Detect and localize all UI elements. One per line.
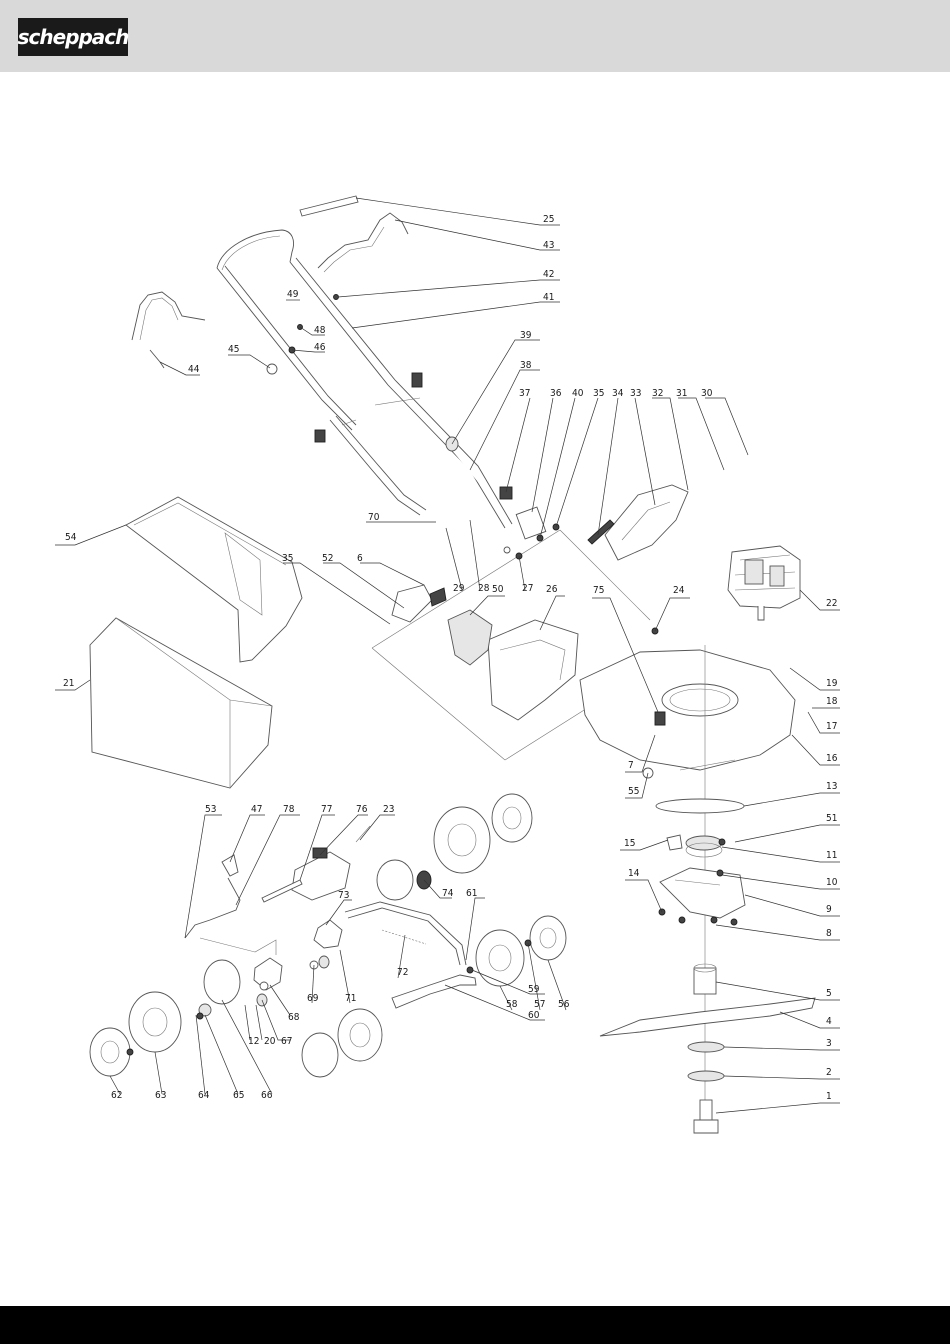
part-label-23: 23 bbox=[383, 804, 394, 815]
footer-band bbox=[0, 1306, 950, 1344]
handle-assembly bbox=[132, 196, 512, 528]
part-label-29: 29 bbox=[453, 583, 465, 594]
part-label-67: 67 bbox=[281, 1036, 292, 1047]
part-label-53: 53 bbox=[205, 804, 216, 815]
part-label-17: 17 bbox=[826, 721, 837, 732]
part-label-5: 5 bbox=[826, 988, 832, 999]
part-label-60: 60 bbox=[528, 1010, 540, 1021]
part-label-3: 3 bbox=[826, 1038, 832, 1049]
part-label-11: 11 bbox=[826, 850, 837, 861]
part-label-9: 9 bbox=[826, 904, 832, 915]
part-label-21: 21 bbox=[63, 678, 74, 689]
part-label-15: 15 bbox=[624, 838, 635, 849]
part-label-71: 71 bbox=[345, 993, 356, 1004]
part-label-32: 32 bbox=[652, 388, 663, 399]
part-label-25: 25 bbox=[543, 214, 554, 225]
part-label-22: 22 bbox=[826, 598, 837, 609]
part-label-7: 7 bbox=[628, 760, 634, 771]
wheels-and-drive bbox=[90, 794, 566, 1077]
part-label-74: 74 bbox=[442, 888, 454, 899]
part-label-69: 69 bbox=[307, 993, 319, 1004]
part-label-50: 50 bbox=[492, 584, 504, 595]
part-label-18: 18 bbox=[826, 696, 838, 707]
part-label-54: 54 bbox=[65, 532, 77, 543]
part-label-59: 59 bbox=[528, 984, 540, 995]
part-label-46: 46 bbox=[314, 342, 326, 353]
part-label-78: 78 bbox=[283, 804, 295, 815]
part-label-64: 64 bbox=[198, 1090, 210, 1101]
part-label-47: 47 bbox=[251, 804, 262, 815]
part-label-42: 42 bbox=[543, 269, 554, 280]
grass-catcher bbox=[90, 497, 302, 788]
part-label-61: 61 bbox=[466, 888, 477, 899]
part-label-76: 76 bbox=[356, 804, 368, 815]
part-label-24: 24 bbox=[673, 585, 685, 596]
part-label-52: 52 bbox=[322, 553, 333, 564]
part-label-39: 39 bbox=[520, 330, 532, 341]
part-label-51: 51 bbox=[826, 813, 837, 824]
part-label-72: 72 bbox=[397, 967, 408, 978]
part-label-26: 26 bbox=[546, 584, 558, 595]
part-label-44: 44 bbox=[188, 364, 200, 375]
part-label-57: 57 bbox=[534, 999, 545, 1010]
part-label-1: 1 bbox=[826, 1091, 832, 1102]
part-label-16: 16 bbox=[826, 753, 838, 764]
part-label-37: 37 bbox=[519, 388, 530, 399]
part-label-35-upper: 35 bbox=[593, 388, 604, 399]
part-label-36: 36 bbox=[550, 388, 562, 399]
part-label-66: 66 bbox=[261, 1090, 273, 1101]
part-label-38: 38 bbox=[520, 360, 532, 371]
part-label-70: 70 bbox=[368, 512, 380, 523]
part-label-8: 8 bbox=[826, 928, 832, 939]
part-label-63: 63 bbox=[155, 1090, 166, 1101]
part-label-4: 4 bbox=[826, 1016, 832, 1027]
part-label-40: 40 bbox=[572, 388, 584, 399]
part-label-41: 41 bbox=[543, 292, 554, 303]
part-label-28: 28 bbox=[478, 583, 490, 594]
part-label-45: 45 bbox=[228, 344, 239, 355]
part-label-19: 19 bbox=[826, 678, 838, 689]
part-label-2: 2 bbox=[826, 1067, 832, 1078]
part-label-12: 12 bbox=[248, 1036, 259, 1047]
part-label-49: 49 bbox=[287, 289, 299, 300]
part-label-20: 20 bbox=[264, 1036, 276, 1047]
part-label-43: 43 bbox=[543, 240, 554, 251]
part-label-34: 34 bbox=[612, 388, 624, 399]
part-label-56: 56 bbox=[558, 999, 570, 1010]
part-label-48: 48 bbox=[314, 325, 326, 336]
part-label-62: 62 bbox=[111, 1090, 122, 1101]
engine bbox=[728, 546, 800, 620]
part-label-10: 10 bbox=[826, 877, 838, 888]
part-label-13: 13 bbox=[826, 781, 837, 792]
part-label-27: 27 bbox=[522, 583, 533, 594]
part-label-6: 6 bbox=[357, 553, 363, 564]
part-label-75: 75 bbox=[593, 585, 604, 596]
part-label-73: 73 bbox=[338, 890, 349, 901]
mower-deck-assembly bbox=[372, 485, 795, 778]
part-label-55: 55 bbox=[628, 786, 639, 797]
part-label-31: 31 bbox=[676, 388, 687, 399]
part-label-68: 68 bbox=[288, 1012, 300, 1023]
part-label-30: 30 bbox=[701, 388, 713, 399]
part-label-33: 33 bbox=[630, 388, 641, 399]
part-label-35-lower: 35 bbox=[282, 553, 293, 564]
part-label-14: 14 bbox=[628, 868, 640, 879]
part-label-65: 65 bbox=[233, 1090, 244, 1101]
part-label-58: 58 bbox=[506, 999, 518, 1010]
part-label-77: 77 bbox=[321, 804, 332, 815]
